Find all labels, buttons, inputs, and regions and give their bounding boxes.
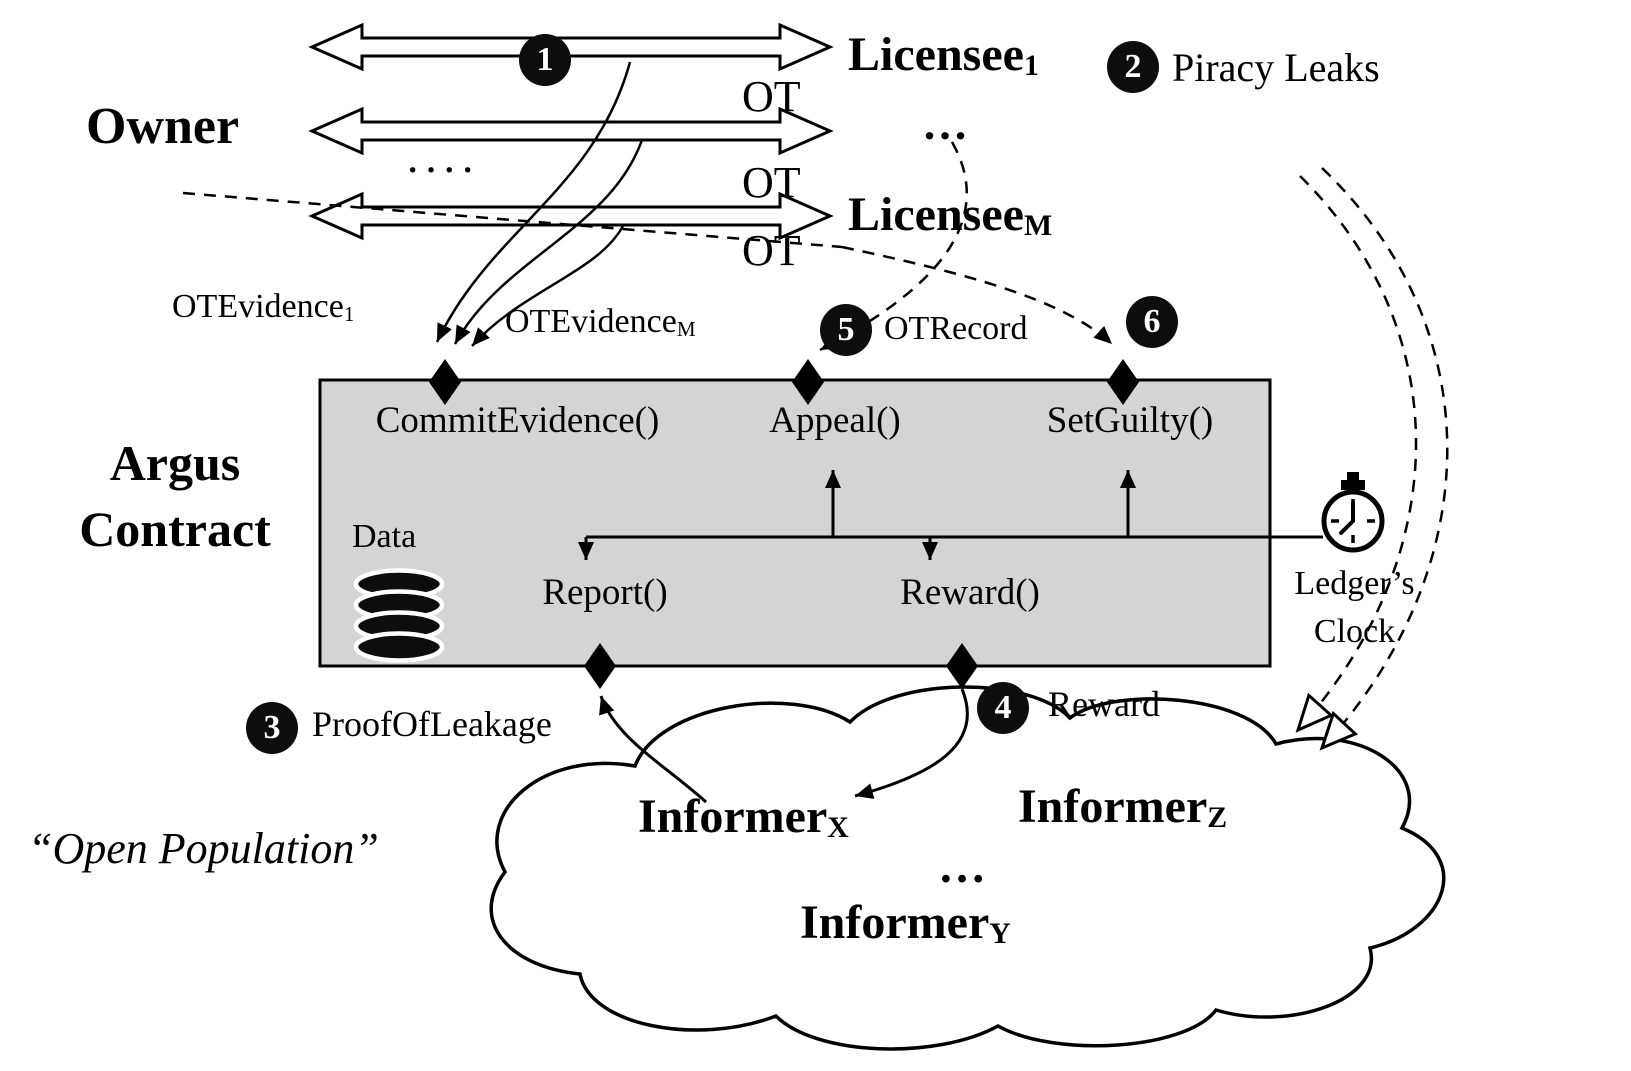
timer-dashed-curve-inner	[1295, 175, 1418, 733]
informer-x-label: InformerX	[638, 790, 849, 844]
licensee1-label: Licensee1	[848, 28, 1039, 82]
ot-label-2: OT	[742, 158, 801, 207]
step-5-number: 5	[837, 311, 855, 348]
step-2-badge: 2	[1107, 41, 1159, 93]
step-1-number: 1	[536, 41, 554, 78]
open-population-caption: “Open Population”	[28, 824, 379, 873]
step-5-badge: 5	[820, 304, 872, 356]
fn-report: Report()	[542, 572, 668, 613]
reward-diamond	[946, 643, 978, 689]
reward-payout-curve	[854, 688, 969, 799]
step-4-number: 4	[994, 689, 1012, 726]
ledger-clock-label: Ledger’s Clock	[1272, 560, 1437, 657]
licenseeM-label: LicenseeM	[848, 188, 1052, 242]
licensee1-sub: 1	[1023, 49, 1039, 83]
database-icon	[353, 568, 445, 663]
otevidence-curve-1	[435, 61, 632, 343]
informer-x-sub: X	[827, 811, 849, 845]
step-6-badge: 6	[1126, 296, 1178, 348]
fn-commit-evidence: CommitEvidence()	[375, 400, 660, 441]
licensee-ellipsis: …	[922, 98, 968, 149]
informer-z-base: Informer	[1018, 780, 1208, 833]
data-label: Data	[352, 518, 417, 555]
informer-y-label: InformerY	[800, 896, 1011, 950]
reward-step-label: Reward	[1048, 684, 1160, 724]
owner-label: Owner	[86, 98, 240, 155]
fn-reward: Reward()	[900, 572, 1040, 613]
otevidence1-base: OTEvidence	[172, 288, 344, 325]
otevidence-curve-3	[471, 223, 626, 347]
proof-of-leakage-curve	[599, 695, 708, 804]
licenseeM-sub: M	[1023, 209, 1053, 243]
otevidenceM-label: OTEvidenceM	[505, 303, 696, 341]
argus-contract-title: Argus Contract	[35, 430, 315, 562]
setguilty-dashed-curve	[841, 245, 1113, 345]
step-1-badge: 1	[519, 34, 571, 86]
ledger-clock-line1: Ledger’s	[1294, 565, 1415, 602]
commit-evidence-diamond	[429, 359, 461, 405]
ot-label-1: OT	[742, 72, 801, 121]
licenseeM-base: Licensee	[848, 188, 1024, 241]
cloud-shape	[489, 685, 1446, 1051]
ot-channel-arrow-1	[308, 22, 834, 72]
fn-set-guilty: SetGuilty()	[1046, 400, 1214, 441]
informer-z-label: InformerZ	[1018, 780, 1227, 834]
argus-title-line1: Argus	[109, 435, 241, 491]
licensee1-base: Licensee	[848, 28, 1024, 81]
step-3-number: 3	[263, 709, 281, 746]
otevidence1-label: OTEvidence1	[172, 288, 354, 326]
setguilty-diamond	[1107, 359, 1139, 405]
timer-dashed-curve-outer	[1319, 167, 1449, 751]
appeal-diamond	[792, 359, 824, 405]
informer-y-base: Informer	[800, 896, 990, 949]
ot-channel-arrow-3	[308, 191, 834, 241]
argus-title-line2: Contract	[79, 501, 271, 557]
channel-ellipsis: ····	[405, 144, 479, 195]
step-6-number: 6	[1143, 303, 1161, 340]
otevidenceM-sub: M	[676, 316, 696, 341]
informer-y-sub: Y	[989, 917, 1011, 951]
otevidence-curve-2	[453, 139, 644, 345]
ot-channel-arrow-2	[308, 106, 834, 156]
informer-x-base: Informer	[638, 790, 828, 843]
informer-z-sub: Z	[1207, 801, 1228, 835]
stopwatch-icon	[1321, 472, 1385, 553]
ot-label-3: OT	[742, 226, 801, 275]
piracy-leaks-label: Piracy Leaks	[1172, 45, 1380, 90]
proof-of-leakage-label: ProofOfLeakage	[312, 704, 552, 744]
owner-dashed-line	[182, 191, 843, 249]
otrecord-label: OTRecord	[884, 310, 1028, 347]
report-diamond	[584, 643, 616, 689]
informer-ellipsis: …	[938, 840, 986, 893]
ledger-clock-line2: Clock	[1313, 613, 1396, 651]
step-2-number: 2	[1124, 48, 1142, 85]
fn-appeal: Appeal()	[769, 400, 901, 441]
otevidence1-sub: 1	[343, 301, 355, 326]
otevidenceM-base: OTEvidence	[505, 303, 677, 340]
step-4-badge: 4	[977, 682, 1029, 734]
step-3-badge: 3	[246, 702, 298, 754]
